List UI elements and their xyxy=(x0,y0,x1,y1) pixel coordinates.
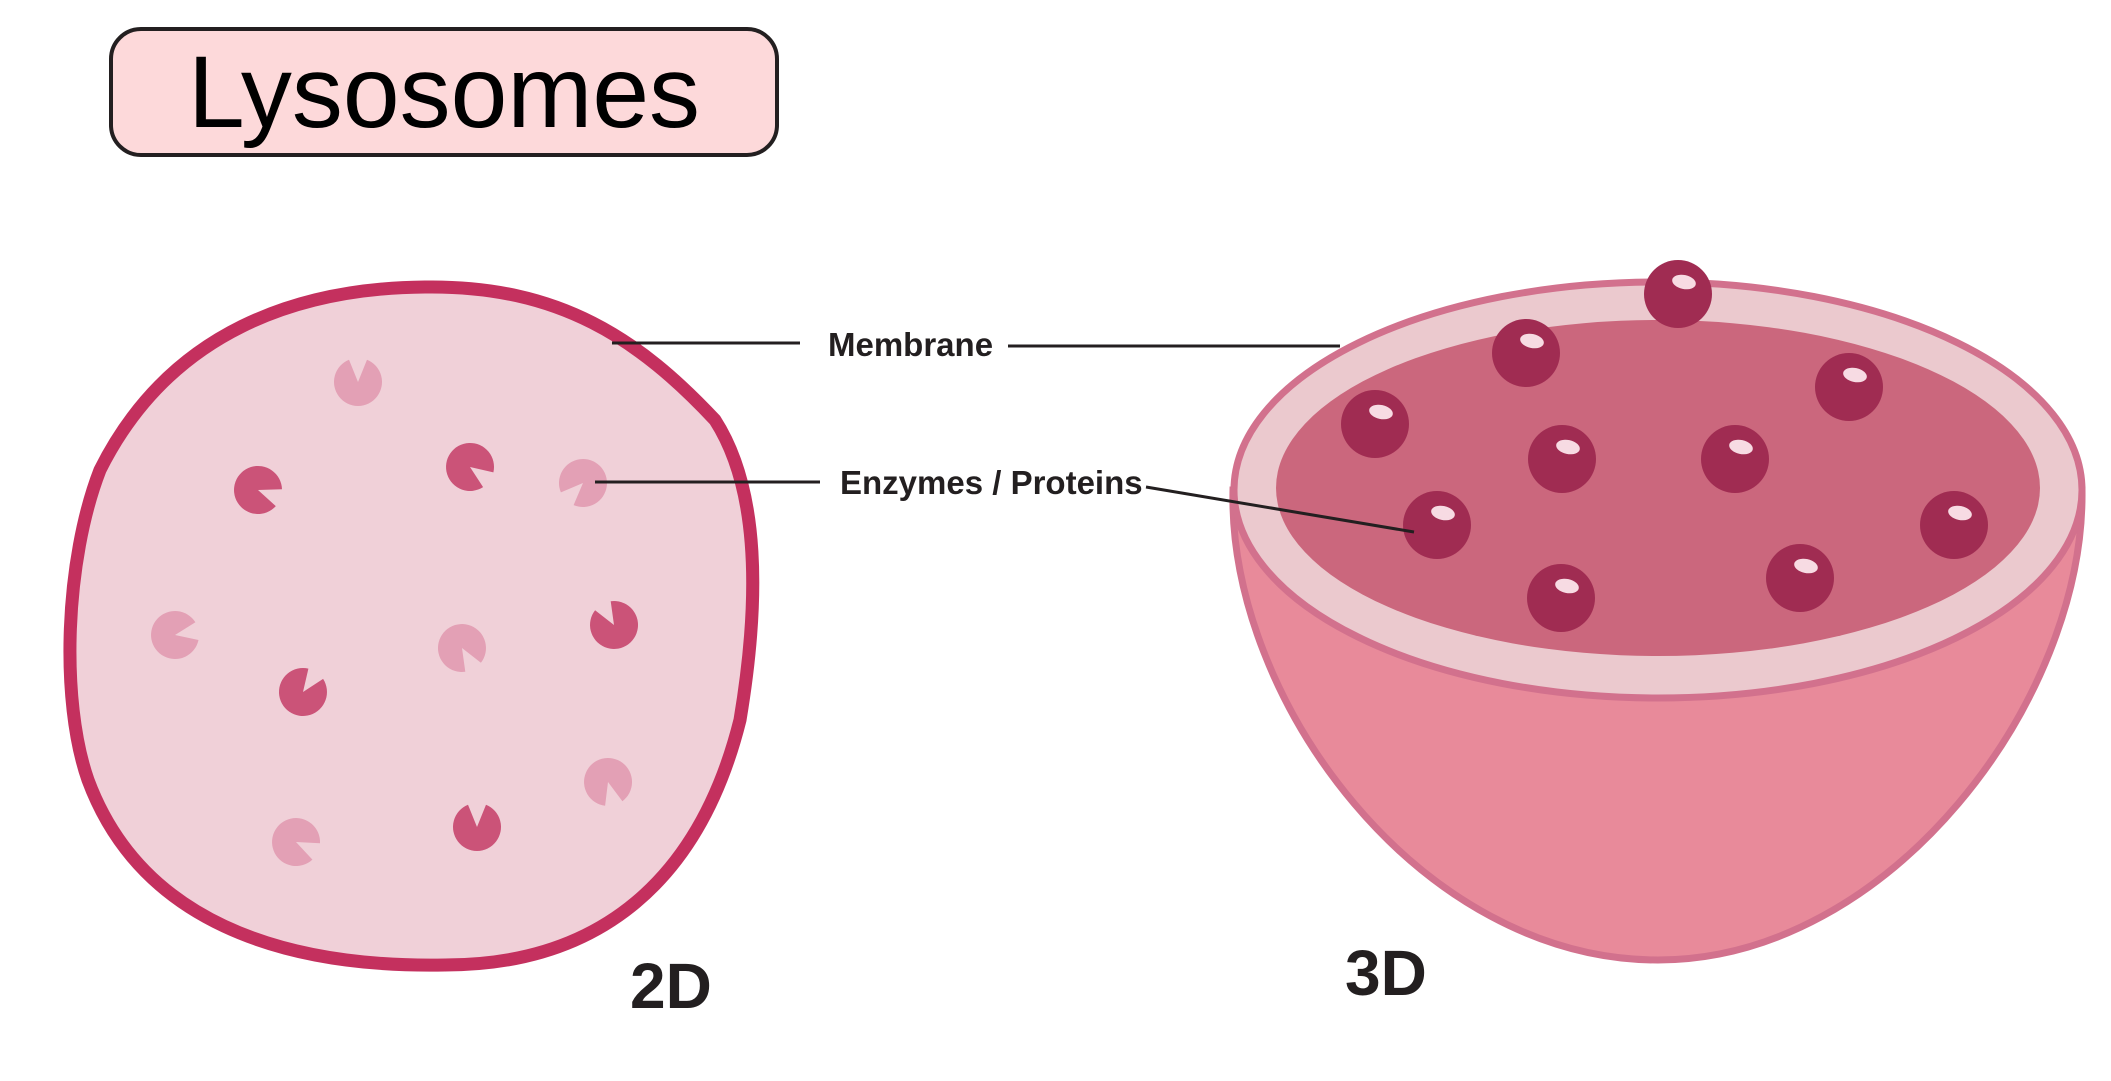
enzyme-3d xyxy=(1644,260,1712,328)
enzyme-3d-highlight xyxy=(1369,404,1393,420)
membrane-label: Membrane xyxy=(828,326,993,363)
membrane-callout: Membrane xyxy=(612,326,1340,363)
enzyme-3d xyxy=(1492,319,1560,387)
lysosome-2d xyxy=(63,280,760,972)
enzyme-2d xyxy=(437,624,486,673)
view-3d-label: 3D xyxy=(1345,937,1427,1009)
enzyme-3d-highlight xyxy=(1948,505,1972,521)
enzyme-2d xyxy=(584,757,633,806)
enzyme-2d xyxy=(151,610,199,659)
enzyme-3d xyxy=(1920,491,1988,559)
enzyme-3d-highlight xyxy=(1431,505,1455,521)
membrane-2d xyxy=(63,280,760,972)
enzymes-label: Enzymes / Proteins xyxy=(840,464,1143,501)
enzyme-2d xyxy=(234,465,282,514)
enzyme-2d xyxy=(446,442,495,491)
enzyme-3d xyxy=(1528,425,1596,493)
enzyme-3d xyxy=(1701,425,1769,493)
title-box: Lysosomes xyxy=(109,27,779,157)
enzyme-2d xyxy=(272,818,321,867)
enzyme-3d xyxy=(1403,491,1471,559)
enzyme-3d-highlight xyxy=(1556,439,1580,455)
enzyme-3d-highlight xyxy=(1672,274,1696,290)
enzyme-2d xyxy=(334,359,383,406)
enzyme-3d-highlight xyxy=(1843,367,1867,383)
enzyme-3d xyxy=(1341,390,1409,458)
enzyme-3d xyxy=(1766,544,1834,612)
enzyme-group-3d xyxy=(1341,260,1988,632)
enzyme-3d xyxy=(1527,564,1595,632)
enzyme-2d xyxy=(453,804,501,851)
page-title: Lysosomes xyxy=(188,35,700,149)
enzyme-group-2d xyxy=(151,359,639,867)
enzyme-3d-highlight xyxy=(1794,558,1818,574)
enzyme-3d xyxy=(1815,353,1883,421)
enzymes-leader-right xyxy=(1145,485,1415,534)
enzyme-2d xyxy=(278,667,327,716)
enzyme-2d xyxy=(590,600,639,649)
enzyme-2d xyxy=(558,459,607,508)
enzyme-3d-highlight xyxy=(1520,333,1544,349)
view-2d-label: 2D xyxy=(630,950,712,1022)
bowl-interior xyxy=(1276,320,2040,656)
lysosome-3d xyxy=(1229,260,2086,964)
enzymes-callout: Enzymes / Proteins xyxy=(595,464,1415,534)
title-background xyxy=(109,27,779,157)
enzyme-3d-highlight xyxy=(1729,439,1753,455)
enzyme-3d-highlight xyxy=(1555,578,1579,594)
